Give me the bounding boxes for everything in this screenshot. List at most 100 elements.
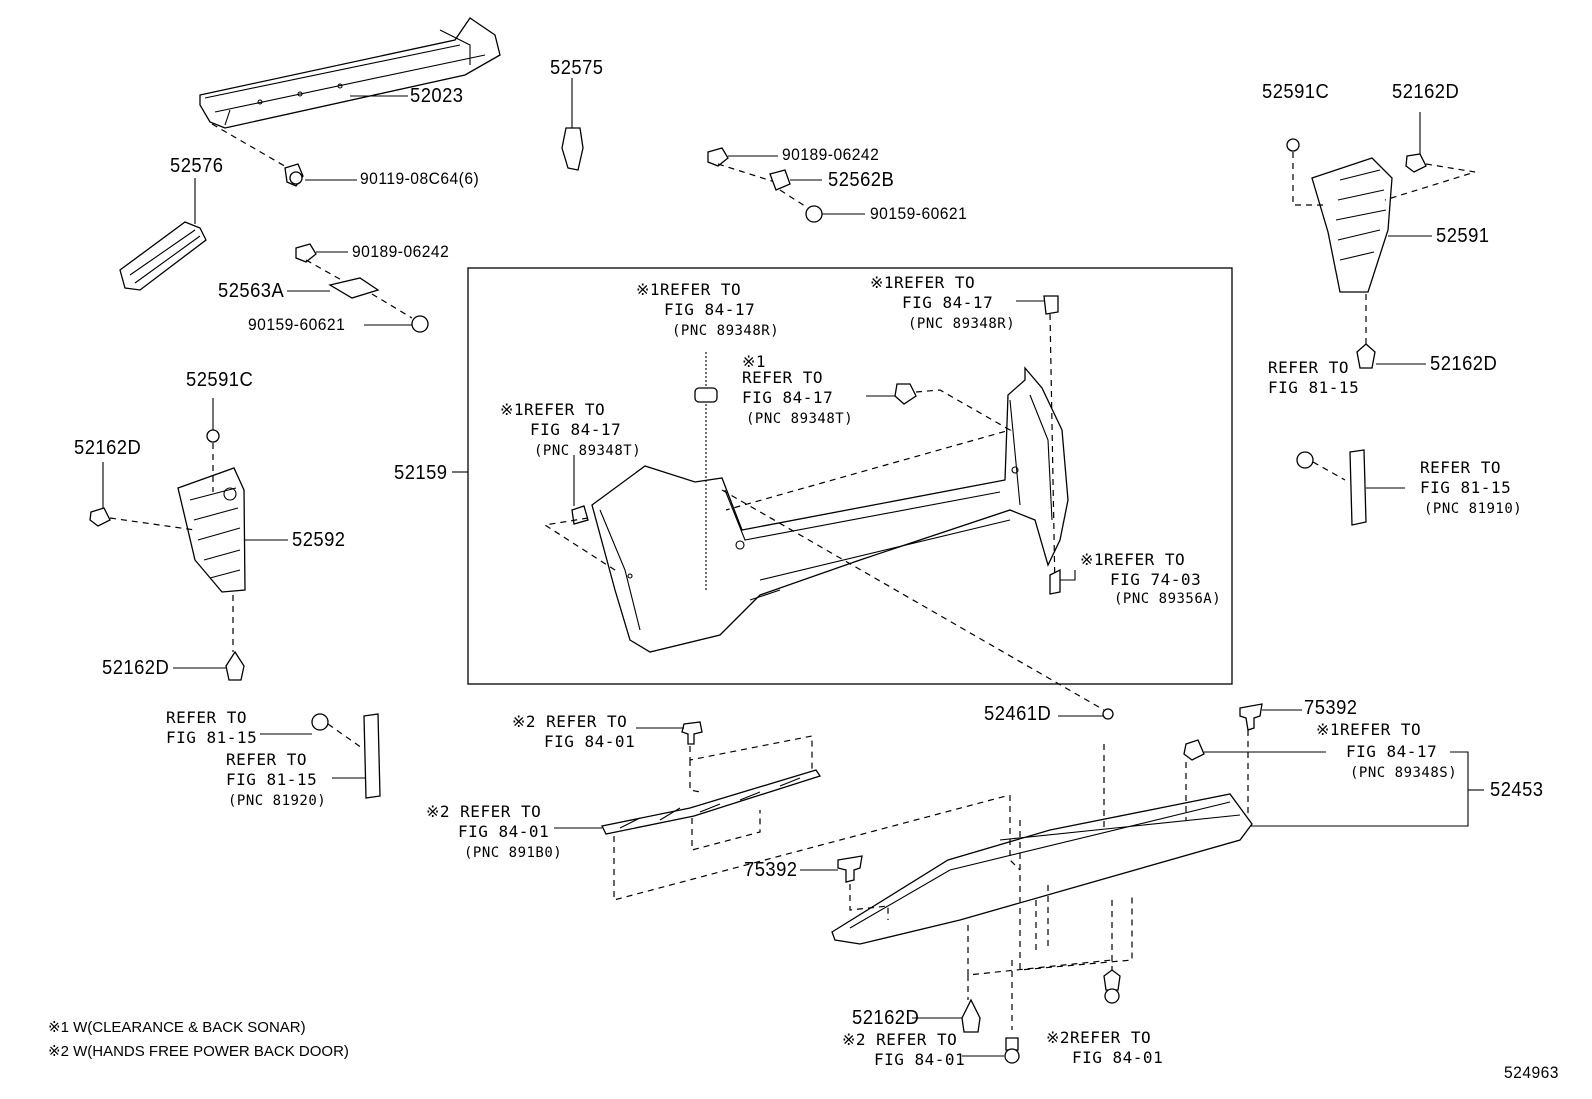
- ref-6-line1: REFER TO: [1268, 358, 1350, 377]
- ref-9-pnc: (PNC 81920): [228, 793, 327, 809]
- part-52576[interactable]: 52576: [170, 155, 224, 177]
- ref-13-line2[interactable]: FIG 84-01: [874, 1050, 966, 1069]
- bumper-reinforcement-beam: [199, 17, 501, 129]
- diagram-number: 524963: [1504, 1063, 1559, 1082]
- ref-1-pnc: (PNC 89348R): [672, 323, 780, 339]
- grommet-52591C-icon: [1286, 138, 1300, 152]
- rear-bumper-cover-52159: [591, 366, 1069, 653]
- ref-7-pnc: (PNC 81910): [1424, 501, 1523, 517]
- rear-bumper-retainer-52592: [177, 467, 246, 593]
- ref-7-line2[interactable]: FIG 81-15: [1420, 478, 1512, 497]
- sensor-bracket-r12-icon: [1183, 739, 1205, 761]
- grommet-52591C-l-icon: [206, 429, 220, 443]
- part-52162D-left-top[interactable]: 52162D: [74, 437, 142, 459]
- ref-12-line1: ※1REFER TO: [1316, 720, 1422, 739]
- reflector-81920: [363, 713, 381, 799]
- part-52591C-left[interactable]: 52591C: [186, 369, 254, 391]
- screw-84-01-b-icon: [1004, 1037, 1020, 1064]
- part-90159-60621-a[interactable]: 90159-60621: [870, 204, 968, 223]
- clip-90189-icon: [707, 147, 729, 167]
- sensor-bracket-r1-icon: [694, 387, 718, 403]
- retainer-52562B: [769, 169, 791, 191]
- clip-52162D-lb-icon: [225, 650, 245, 681]
- part-52563A[interactable]: 52563A: [218, 280, 285, 302]
- part-52162D-right-top[interactable]: 52162D: [1392, 81, 1460, 103]
- part-52461D[interactable]: 52461D: [984, 703, 1052, 725]
- ref-1-line2[interactable]: FIG 84-17: [664, 300, 756, 319]
- part-90119-08C64[interactable]: 90119-08C64(6): [360, 169, 480, 188]
- ref-12-line2[interactable]: FIG 84-17: [1346, 742, 1438, 761]
- sensor-bracket-r3-icon: [894, 383, 917, 405]
- part-52453[interactable]: 52453: [1490, 779, 1544, 801]
- part-52575[interactable]: 52575: [550, 57, 604, 79]
- ref-3-mark: ※1: [742, 352, 767, 371]
- clip-75392-a-icon: [1239, 703, 1263, 731]
- part-52592[interactable]: 52592: [292, 529, 346, 551]
- ref-12-pnc: (PNC 89348S): [1350, 765, 1458, 781]
- ref-11-line2[interactable]: FIG 84-01: [458, 822, 550, 841]
- footnote-2: ※2 W(HANDS FREE POWER BACK DOOR): [48, 1043, 349, 1060]
- part-52591[interactable]: 52591: [1436, 225, 1490, 247]
- ref-5-line2[interactable]: FIG 74-03: [1110, 570, 1202, 589]
- side-bracket-52576: [119, 221, 207, 291]
- ref-4-line1: ※1REFER TO: [500, 400, 606, 419]
- ref-11-line1: ※2 REFER TO: [426, 802, 542, 821]
- plug-52461D-icon: [1102, 708, 1114, 720]
- ref-2-line2[interactable]: FIG 84-17: [902, 293, 994, 312]
- ref-4-pnc: (PNC 89348T): [534, 443, 642, 459]
- ref-3-line2[interactable]: FIG 84-17: [742, 388, 834, 407]
- part-52162D-right-bottom[interactable]: 52162D: [1430, 353, 1498, 375]
- ref-6-line2[interactable]: FIG 81-15: [1268, 378, 1360, 397]
- clip-90189b-icon: [295, 243, 317, 263]
- harness-891B0: [601, 769, 822, 835]
- ref-14-line2[interactable]: FIG 84-01: [1072, 1048, 1164, 1067]
- sensor-bracket-r5-icon: [1049, 568, 1061, 595]
- clip-52162D-rt-icon: [1405, 153, 1427, 173]
- part-52162D-bottom[interactable]: 52162D: [852, 1007, 920, 1029]
- rear-bumper-retainer-52591: [1311, 157, 1393, 293]
- clip-52162D-bot-icon: [961, 998, 981, 1033]
- retainer-52563A: [328, 277, 380, 299]
- part-52591C-right[interactable]: 52591C: [1262, 81, 1330, 103]
- bumper-cover-group-frame: [467, 267, 1233, 685]
- ref-1-line1: ※1REFER TO: [636, 280, 742, 299]
- bolt-90119-icon: [284, 163, 304, 187]
- ref-5-line1: ※1REFER TO: [1080, 550, 1186, 569]
- ref-14-line1: ※2REFER TO: [1046, 1028, 1152, 1047]
- ref-9-line2[interactable]: FIG 81-15: [226, 770, 318, 789]
- ref-9-line1: REFER TO: [226, 750, 308, 769]
- part-90189-06242-a[interactable]: 90189-06242: [782, 145, 880, 164]
- clip-75392-b-icon: [837, 855, 863, 883]
- ref-8-line2[interactable]: FIG 81-15: [166, 728, 258, 747]
- ref-3-pnc: (PNC 89348T): [746, 411, 854, 427]
- bolt-81-15-left-icon: [311, 713, 329, 731]
- clip-52162D-lt-icon: [89, 507, 111, 527]
- part-90189-06242-b[interactable]: 90189-06242: [352, 242, 450, 261]
- sensor-bracket-r2-icon: [1043, 295, 1059, 315]
- ref-5-pnc: (PNC 89356A): [1114, 591, 1222, 607]
- part-52023[interactable]: 52023: [410, 85, 464, 107]
- nut-90159b-icon: [411, 315, 429, 333]
- part-52162D-left-bottom[interactable]: 52162D: [102, 657, 170, 679]
- ref-10-line1: ※2 REFER TO: [512, 712, 628, 731]
- part-75392-lower[interactable]: 75392: [744, 859, 798, 881]
- ref-8-line1: REFER TO: [166, 708, 248, 727]
- bolt-81-15-right-icon: [1296, 451, 1314, 469]
- clip-52162D-rb-icon: [1356, 343, 1376, 369]
- ref-2-pnc: (PNC 89348R): [908, 316, 1016, 332]
- reflector-81910: [1349, 449, 1367, 526]
- part-52159[interactable]: 52159: [394, 462, 448, 484]
- bracket-52575: [561, 127, 584, 171]
- part-75392-upper[interactable]: 75392: [1304, 697, 1358, 719]
- ref-4-line2[interactable]: FIG 84-17: [530, 420, 622, 439]
- part-90159-60621-b[interactable]: 90159-60621: [248, 315, 346, 334]
- ref-11-pnc: (PNC 891B0): [464, 845, 563, 861]
- ref-7-line1: REFER TO: [1420, 458, 1502, 477]
- part-52562B[interactable]: 52562B: [828, 169, 895, 191]
- clip-84-01-a-icon: [681, 721, 703, 745]
- ref-3-line1: REFER TO: [742, 368, 824, 387]
- nut-90159-icon: [805, 205, 823, 223]
- ref-10-line2[interactable]: FIG 84-01: [544, 732, 636, 751]
